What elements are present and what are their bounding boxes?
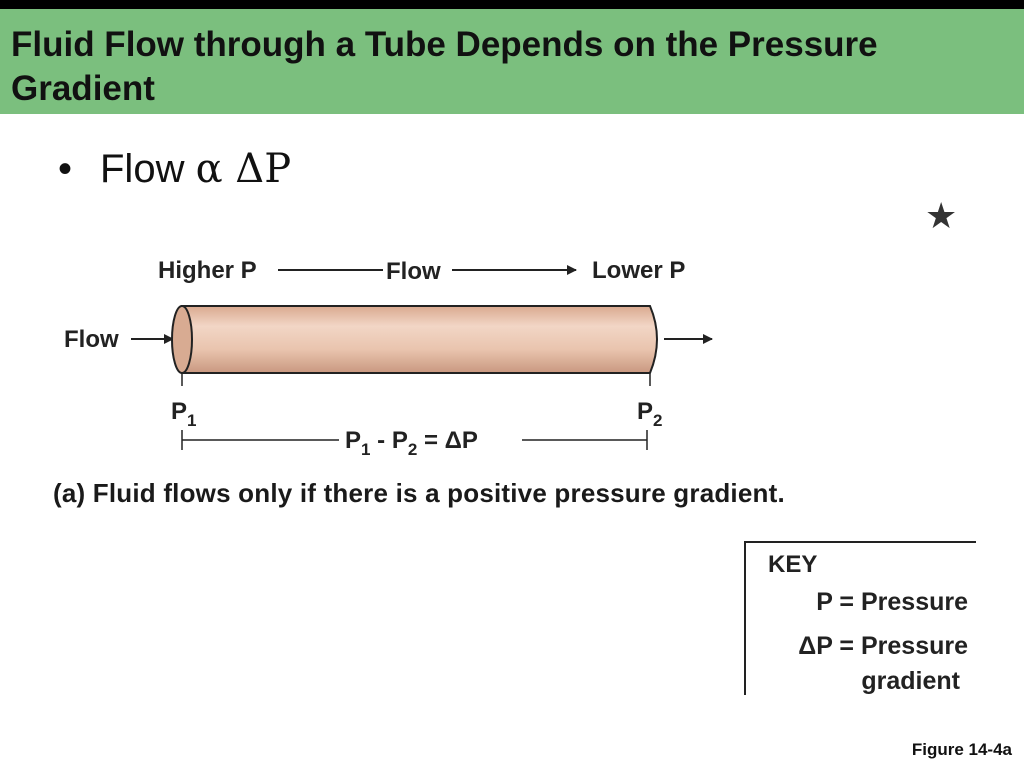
- higher-p-label: Higher P: [158, 257, 257, 284]
- bullet-relation: α ΔP: [195, 146, 292, 192]
- tube-diagram: Higher P Flow Lower P Flow P1 P2 P1 - P2…: [64, 257, 713, 459]
- p2-label: P2: [637, 398, 662, 430]
- flow-top-label: Flow: [386, 258, 441, 285]
- tube-body: [181, 305, 658, 374]
- figure-number-label: Figure 14-4a: [911, 740, 1012, 759]
- p1-label: P1: [171, 398, 196, 430]
- key-box: KEY P = Pressure ΔP = Pressure gradient: [744, 541, 976, 695]
- lower-p-label: Lower P: [592, 257, 685, 284]
- key-gradient-row: ΔP = Pressure: [798, 632, 968, 660]
- key-gradient-row-cont: gradient: [861, 667, 960, 695]
- key-pressure-row: P = Pressure: [816, 588, 968, 616]
- figure-caption: (a) Fluid flows only if there is a posit…: [53, 478, 785, 508]
- bullet-point: • Flow α ΔP: [58, 146, 291, 192]
- flow-left-label: Flow: [64, 326, 119, 353]
- bullet-dot: •: [58, 147, 73, 191]
- tube-inlet: [171, 305, 193, 374]
- top-rule: [0, 0, 1024, 9]
- pressure-difference-equation: P1 - P2 = ΔP: [345, 427, 478, 459]
- title-bar: Fluid Flow through a Tube Depends on the…: [0, 9, 1024, 114]
- slide-title: Fluid Flow through a Tube Depends on the…: [11, 25, 878, 108]
- key-title: KEY: [768, 551, 818, 578]
- bullet-text: Flow: [100, 147, 196, 191]
- star-icon: ★: [925, 196, 958, 237]
